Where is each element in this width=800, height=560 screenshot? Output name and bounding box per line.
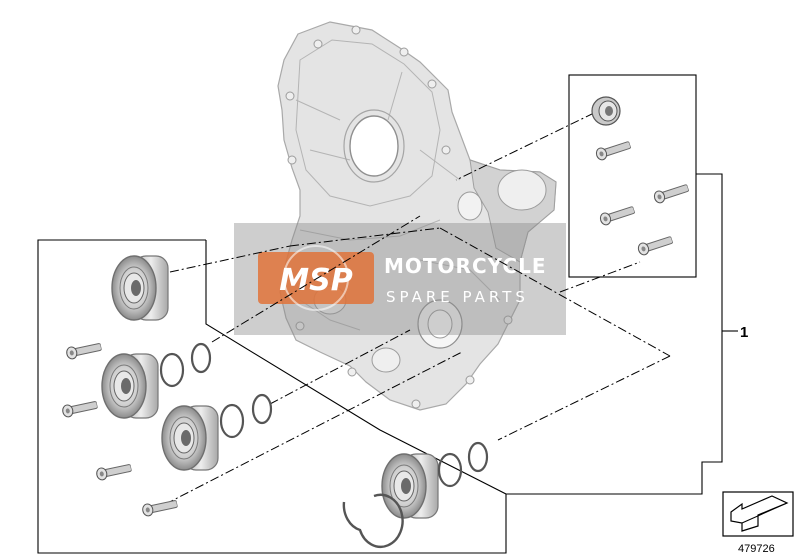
- watermark-subtitle: SPARE PARTS: [386, 288, 529, 306]
- screw-icon: [65, 340, 103, 361]
- retaining-ring-icon: [342, 493, 404, 548]
- ball-bearing-icon: [111, 255, 169, 321]
- globe-icon: [283, 245, 349, 311]
- hex-bolt-icon: [594, 138, 633, 162]
- hex-bolt-icon: [636, 233, 675, 257]
- circlip-icon: [437, 441, 489, 488]
- leader-line: [149, 351, 463, 513]
- ball-bearing-icon: [161, 405, 219, 471]
- circlip-icon: [159, 342, 212, 388]
- watermark-logo-text: MSP: [279, 263, 352, 298]
- bearing-kit-frame: [37, 239, 507, 554]
- leader-line: [169, 245, 291, 273]
- callout-bracket: [506, 173, 723, 495]
- leader-line: [439, 227, 671, 357]
- screw-icon: [95, 461, 133, 482]
- document-number: 479726: [738, 543, 775, 555]
- screw-icon: [61, 398, 99, 419]
- ball-bearing-icon: [381, 453, 439, 519]
- hex-bolt-icon: [598, 203, 637, 227]
- callout-label: 1: [740, 324, 748, 341]
- leader-line: [497, 355, 671, 441]
- leader-lines: [149, 112, 671, 513]
- fastener-kit-frame: [568, 74, 697, 278]
- ball-bearing-icon: [101, 353, 159, 419]
- watermark-title: MOTORCYCLE: [384, 254, 546, 278]
- hex-bolt-icon: [652, 181, 691, 205]
- leader-line: [269, 329, 411, 405]
- collar-nut-icon: [591, 96, 621, 126]
- leader-line: [211, 215, 421, 343]
- circlip-icon: [219, 393, 273, 439]
- screw-icon: [141, 497, 179, 518]
- leader-line: [289, 227, 441, 247]
- gearbox-housing: [277, 21, 557, 411]
- leader-line: [455, 112, 595, 181]
- watermark: MSP MOTORCYCLE SPARE PARTS: [234, 223, 566, 335]
- direction-arrow-icon: [722, 491, 794, 537]
